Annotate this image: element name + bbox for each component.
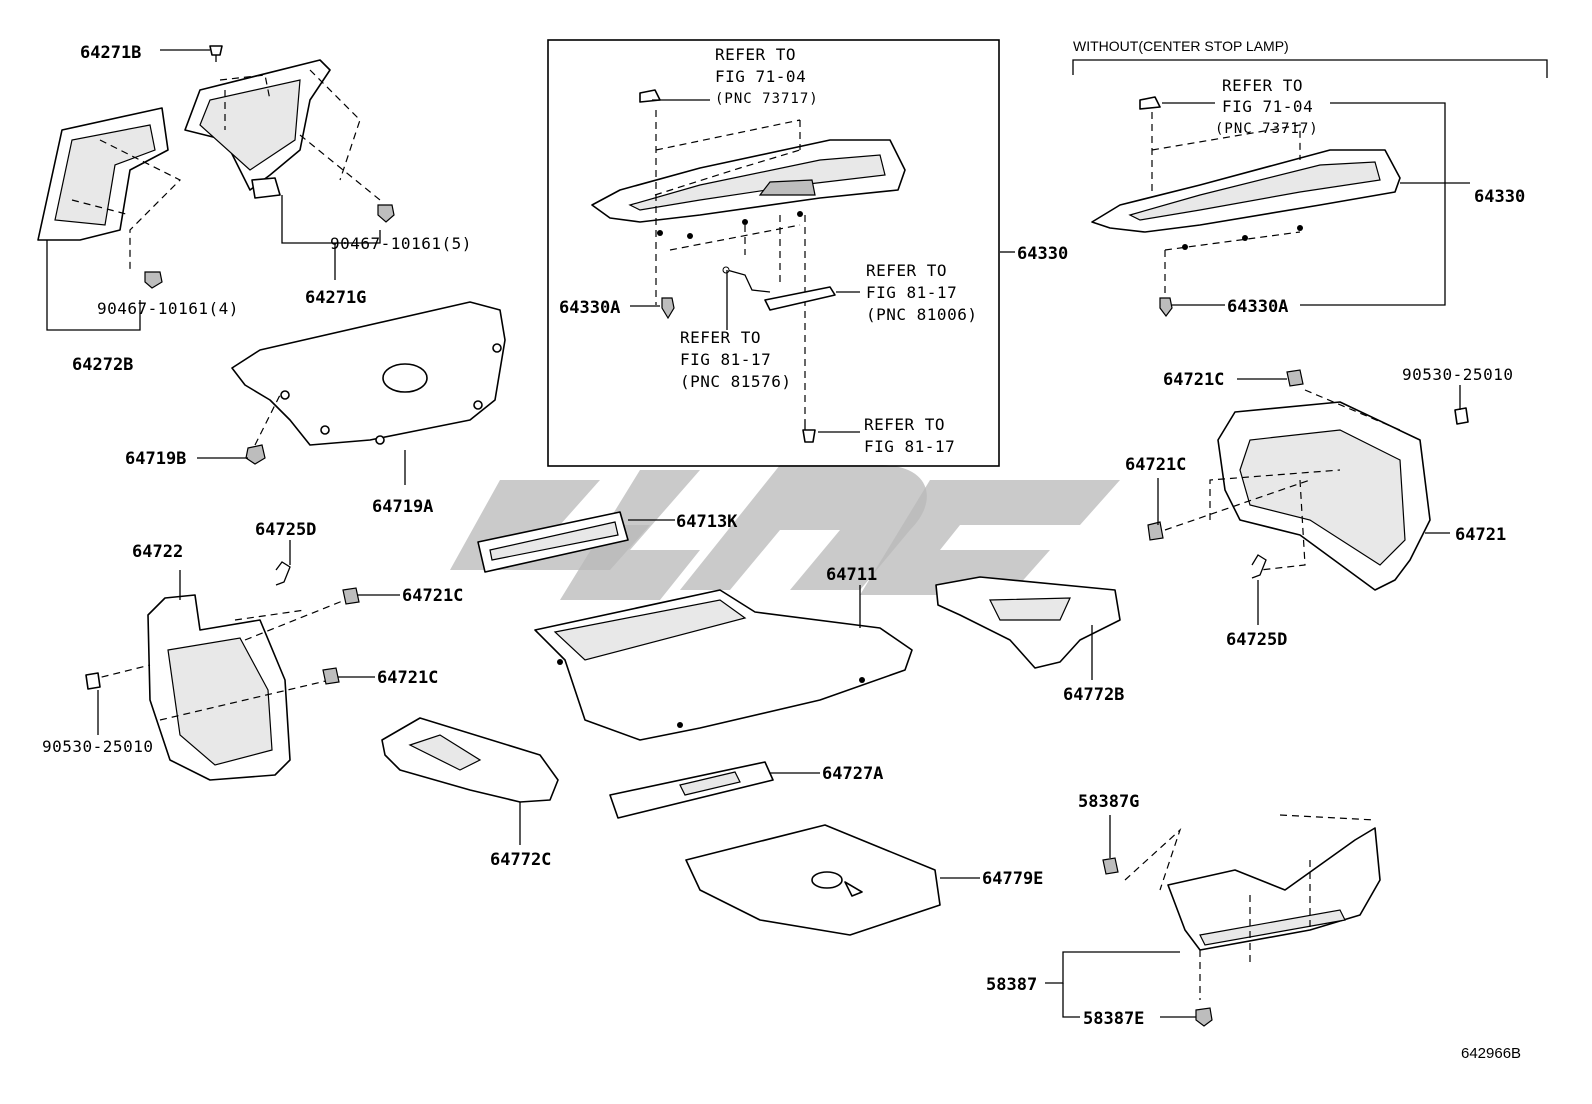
label-90530-25010-r: 90530-25010	[1402, 365, 1513, 384]
floor-board-64779E	[685, 824, 941, 936]
label-64271G: 64271G	[305, 288, 366, 308]
clip-64721C-r2	[1147, 521, 1164, 541]
ref5-line3: (PNC 73717)	[1215, 121, 1319, 137]
label-64721C-r1: 64721C	[1163, 370, 1224, 390]
spare-tire-block-64772C	[381, 717, 559, 803]
trunk-lid-trim	[231, 301, 506, 446]
rear-trim-58387	[1167, 827, 1381, 951]
label-64721C-l1: 64721C	[402, 586, 463, 606]
label-64719A: 64719A	[372, 497, 433, 517]
stop-lamp-lens	[764, 286, 836, 311]
clip-64330A	[661, 297, 675, 320]
clip-58387G	[1102, 857, 1119, 875]
ref3-line2: FIG 81-17	[680, 350, 771, 369]
clip-64721C-l2	[322, 667, 340, 685]
label-90530-25010-l: 90530-25010	[42, 737, 153, 756]
label-64727A: 64727A	[822, 764, 883, 784]
lamp-variant-frame	[547, 39, 1000, 467]
clip-64330A-alt	[1159, 297, 1173, 317]
clip-90530-r	[1454, 407, 1469, 425]
label-64711: 64711	[826, 565, 877, 585]
side-trim-panel-left	[37, 107, 169, 241]
spare-tire-cover-block-64772B	[935, 576, 1121, 669]
ref3-line1: REFER TO	[680, 328, 761, 347]
clip-64721C-l1	[342, 587, 360, 605]
ref1-line3: (PNC 73717)	[715, 91, 819, 107]
clip-90467-lower	[144, 271, 163, 289]
trim-strip-64727A	[609, 761, 774, 819]
lamp-screw	[802, 420, 816, 443]
clip-90530-l	[85, 672, 101, 690]
label-64725D-l: 64725D	[255, 520, 316, 540]
upper-trim-bracket	[184, 59, 331, 199]
ref1-line2: FIG 71-04	[715, 67, 806, 86]
hook-64725D-l	[275, 561, 291, 586]
label-64713K: 64713K	[676, 512, 738, 532]
label-64725D-r: 64725D	[1226, 630, 1287, 650]
ref5-line1: REFER TO	[1222, 76, 1303, 95]
label-64721C-l2: 64721C	[377, 668, 438, 688]
label-58387G: 58387G	[1078, 792, 1139, 812]
label-64330A-main: 64330A	[559, 298, 620, 318]
diagram-code: 642966B	[1461, 1045, 1521, 1062]
bracket-top-alt	[1139, 96, 1161, 110]
lamp-wire	[722, 266, 771, 293]
sill-strip-64713K	[477, 511, 629, 573]
clip-90467-upper	[377, 204, 395, 223]
label-64719B: 64719B	[125, 449, 186, 469]
label-64330-alt: 64330	[1474, 187, 1525, 207]
label-64779E: 64779E	[982, 869, 1043, 889]
ref2-line3: (PNC 81006)	[866, 305, 977, 324]
label-64272B: 64272B	[72, 355, 133, 375]
label-90467-10161-4: 90467-10161(4)	[97, 299, 239, 318]
clip-64721C-r1	[1286, 369, 1304, 387]
ref5-line2: FIG 71-04	[1222, 97, 1313, 116]
label-64772B: 64772B	[1063, 685, 1124, 705]
clip-58387E	[1195, 1007, 1213, 1027]
package-tray-trim-main	[591, 139, 906, 239]
clip-64271B	[209, 45, 223, 62]
label-64330-main: 64330	[1017, 244, 1068, 264]
label-64721C-r2: 64721C	[1125, 455, 1186, 475]
ref2-line1: REFER TO	[866, 261, 947, 280]
quarter-trim-right	[1217, 401, 1431, 591]
label-90467-10161-5: 90467-10161(5)	[330, 234, 472, 253]
variant-bracket-line	[1072, 59, 1548, 78]
variant-header: WITHOUT(CENTER STOP LAMP)	[1073, 38, 1289, 54]
quarter-trim-left	[147, 594, 291, 781]
label-58387E: 58387E	[1083, 1009, 1144, 1029]
label-64722: 64722	[132, 542, 183, 562]
trunk-floor-mat	[534, 589, 913, 741]
label-58387: 58387	[986, 975, 1037, 995]
hook-64725D-r	[1251, 554, 1267, 579]
ref3-line3: (PNC 81576)	[680, 372, 791, 391]
label-64721: 64721	[1455, 525, 1506, 545]
package-tray-trim-alt	[1091, 149, 1401, 250]
label-64330A-alt: 64330A	[1227, 297, 1288, 317]
ref2-line2: FIG 81-17	[866, 283, 957, 302]
ref4-line2: FIG 81-17	[864, 437, 955, 456]
clip-64719B	[245, 444, 266, 465]
label-64772C: 64772C	[490, 850, 551, 870]
ref4-line1: REFER TO	[864, 415, 945, 434]
label-64271B: 64271B	[80, 43, 141, 63]
ref1-line1: REFER TO	[715, 45, 796, 64]
